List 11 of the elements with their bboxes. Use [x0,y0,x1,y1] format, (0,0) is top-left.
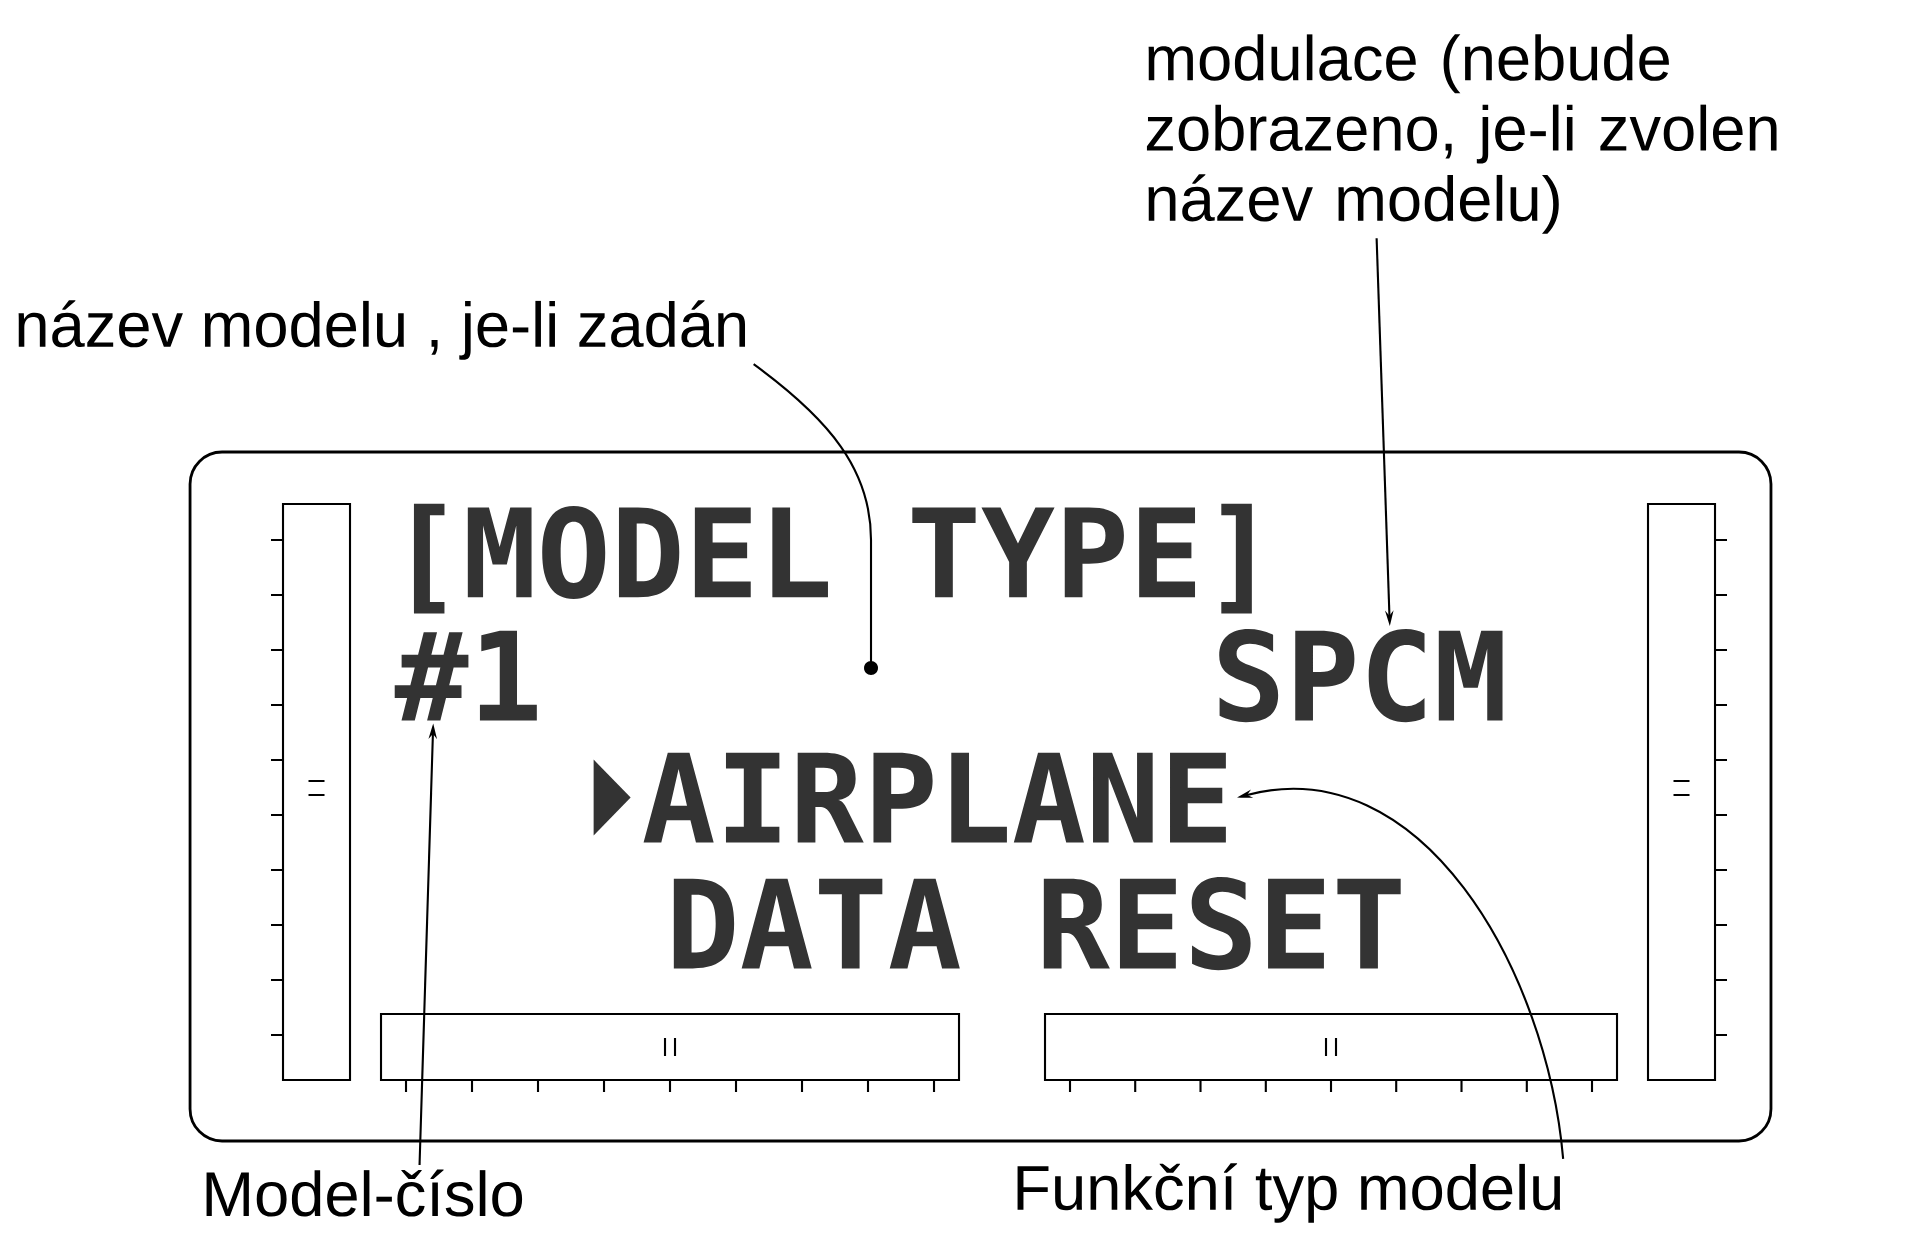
callout-text: název modelu , je-li zadán [18,300,745,360]
callout-text: modulace (nebude zobrazeno, je-li zvolen název modelu) [1146,34,1777,234]
callout-text: Funkční typ modelu [1017,1163,1561,1223]
callout-text: Model-číslo [206,1169,523,1217]
display-text: #1 [394,630,537,721]
display-text: DATA RESET [673,877,1401,971]
display-text: SPCM [1219,629,1503,723]
lcd-screen [188,450,1773,1143]
leader-line [753,363,878,675]
display-text: AIRPLANE [643,752,1226,843]
display-text: [MODEL TYPE] [413,503,1252,614]
